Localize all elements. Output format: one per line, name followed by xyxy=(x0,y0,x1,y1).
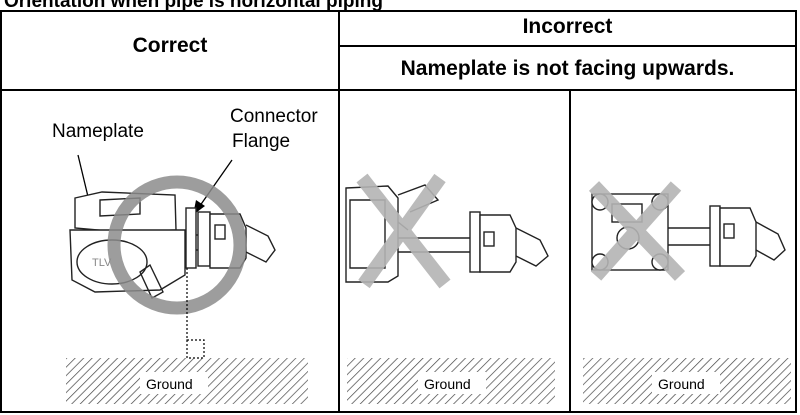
page-title: Orientation when pipe is horizontal pipi… xyxy=(4,0,383,12)
incorrect-illustration-2: Ground xyxy=(583,181,791,404)
label-connector-line2: Flange xyxy=(232,131,291,152)
label-connector-line1: Connector xyxy=(230,106,318,127)
incorrect-cross-2 xyxy=(588,181,686,281)
svg-text:TLV: TLV xyxy=(92,257,112,269)
table-border-left xyxy=(0,10,2,413)
table-border-bottom xyxy=(0,411,797,413)
table-border-top xyxy=(0,10,797,12)
table-divider-header-sub xyxy=(340,45,797,47)
orientation-table: Correct Incorrect Nameplate is not facin… xyxy=(0,10,797,413)
header-correct: Correct xyxy=(132,34,208,57)
label-nameplate: Nameplate xyxy=(52,121,144,142)
table-divider-incorrect xyxy=(569,89,571,413)
right-angle-marker xyxy=(186,339,205,359)
header-incorrect-note: Nameplate is not facing upwards. xyxy=(400,57,735,80)
table-divider-header xyxy=(0,89,797,91)
ground-label-incorrect-2: Ground xyxy=(658,376,705,392)
incorrect-cross-1 xyxy=(356,173,451,289)
correct-illustration: TLV Ground xyxy=(66,154,308,404)
ground-label-incorrect-1: Ground xyxy=(424,376,471,392)
correct-circle-mark xyxy=(107,175,247,315)
ground-label-correct: Ground xyxy=(146,376,193,392)
table-divider-correct xyxy=(338,10,340,413)
ground-label-bg-2 xyxy=(652,372,720,394)
ground-label-bg xyxy=(140,372,208,394)
table-border-right xyxy=(795,10,797,413)
ground-label-bg-1 xyxy=(418,372,486,394)
incorrect-illustration-1: Ground xyxy=(345,173,555,404)
flange-pointer xyxy=(196,159,233,211)
header-incorrect: Incorrect xyxy=(522,15,613,38)
